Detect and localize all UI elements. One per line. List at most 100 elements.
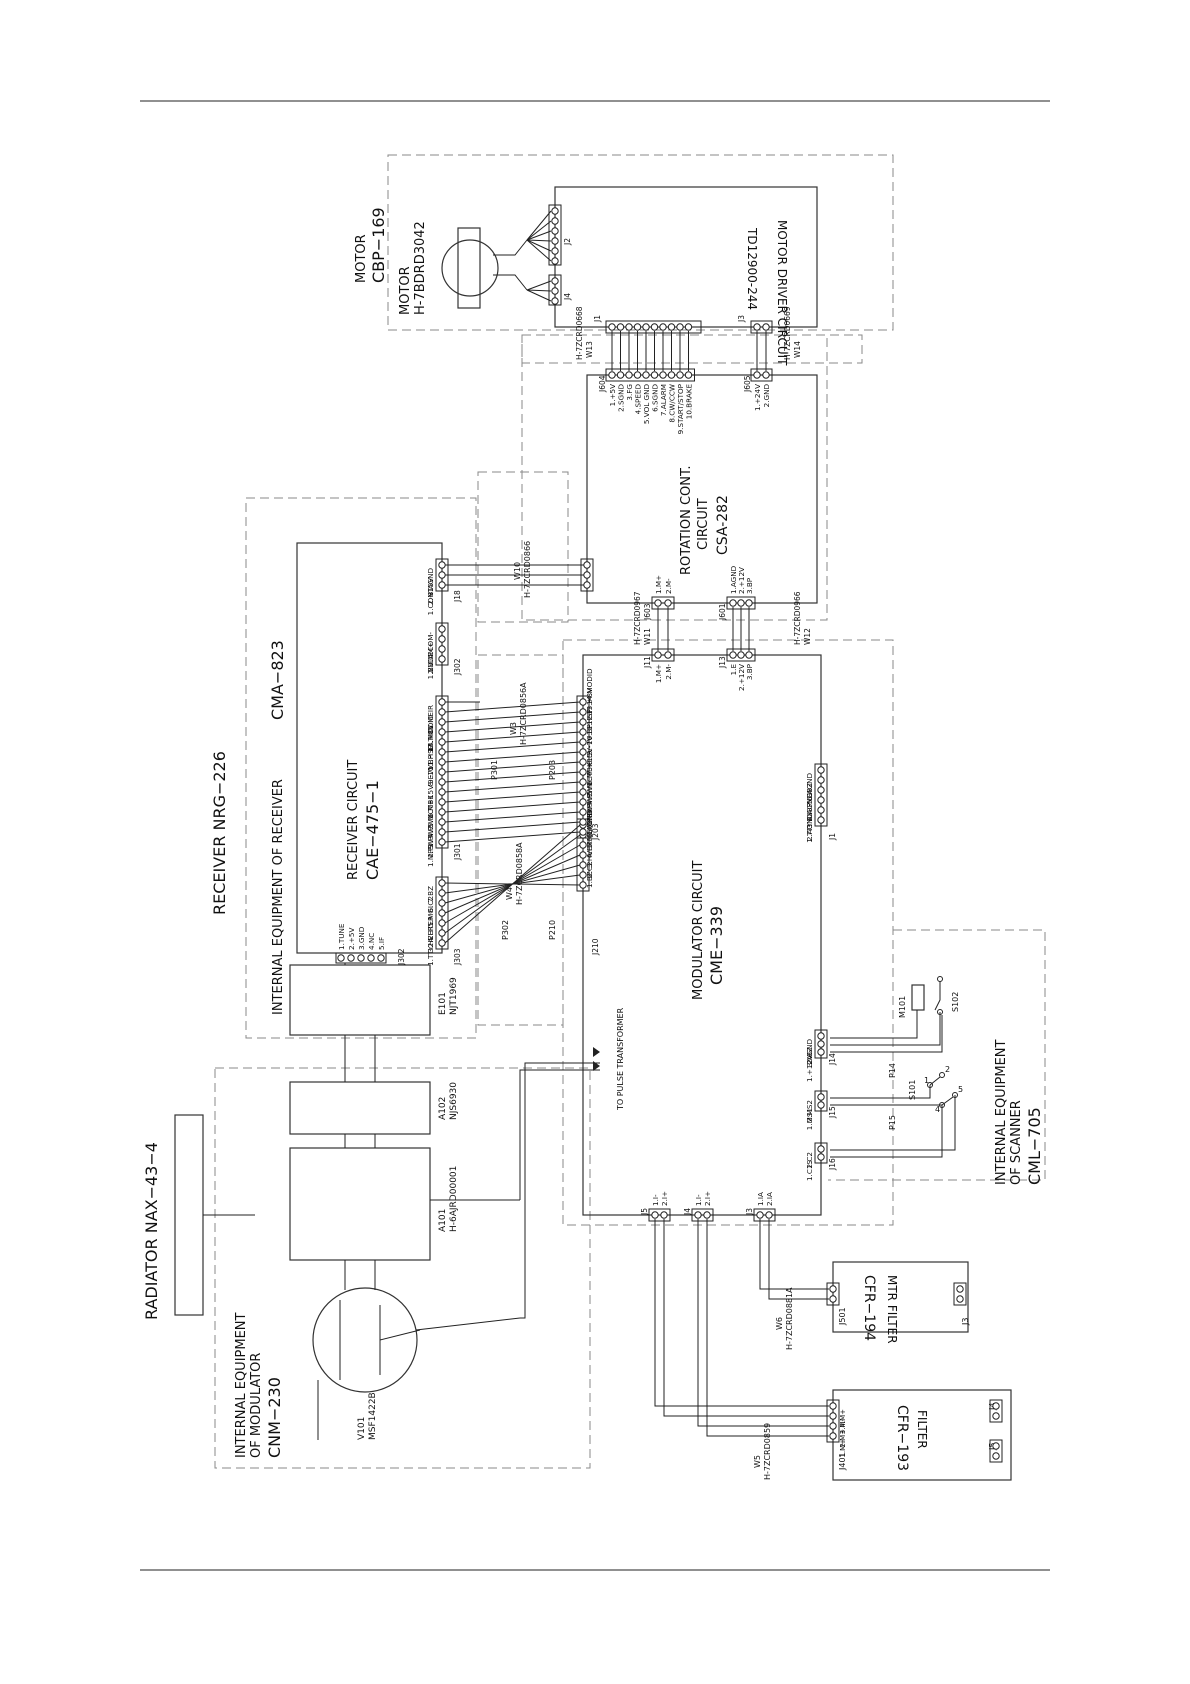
w3-wire-1 (444, 831, 581, 843)
md-j3-connector (750, 320, 773, 334)
j1_mod-pin-5 (817, 776, 825, 784)
j305-pin-label-4: 4.COM- (426, 632, 435, 659)
j203-pin-label-5: 5.MCT (585, 772, 594, 795)
rotation-circuit-box (586, 374, 818, 604)
md-j4-ref: J4 (563, 293, 572, 301)
w12-name: W12 (803, 628, 812, 645)
j3_mod-ref: J3 (745, 1208, 754, 1216)
radiator-body (174, 1114, 204, 1316)
j302-pin-row (337, 954, 385, 962)
j16-pin-1 (817, 1153, 825, 1161)
j203-pin-label-13: 13.+8V (585, 688, 594, 715)
md-j2-pin-4 (551, 237, 559, 245)
filter-j5-pin-2 (992, 1452, 1000, 1460)
j301-pin-8 (438, 768, 446, 776)
md-j3-pin-2 (762, 323, 770, 331)
j203-pin-label-12: 12.TI (585, 707, 594, 725)
j604-pin-5 (642, 371, 650, 379)
j301-pin-label-8: 8.E (426, 775, 435, 787)
j15-pin-label-1: 1.MS1 (805, 1108, 814, 1130)
j301-pin-label-2: 2.PW3 (426, 835, 435, 858)
j203-pin-label-6: 6.MBK (585, 762, 594, 785)
j16-wire-b (830, 1105, 943, 1158)
md-j4-pin-3 (551, 297, 559, 305)
mtr-filter-box (832, 1261, 969, 1333)
j604-pin-label-9: 9.START/STOP (676, 383, 685, 434)
motor-part: H-7BDRD3042 (413, 221, 428, 315)
j18-pin-label-3: 3.AGND (426, 568, 435, 597)
mtr-j3-pin-2 (956, 1295, 964, 1303)
j604-pin-label-8: 8.CW/CCW (668, 384, 677, 423)
j604-pin-label-4: 4.SPEED (634, 384, 643, 415)
mtr-j501-pin-1 (829, 1285, 837, 1293)
j1_mod-pin-label-2: 2.AGND (805, 813, 814, 842)
motor-driver-code: TD12900-244 (745, 227, 759, 310)
modulator-equip-line2: OF MODULATOR (249, 1353, 264, 1458)
j301-pin-label-5: 5.MCT (426, 804, 435, 827)
j305-connector (435, 622, 449, 666)
j301-pin-label-13: 13.+8V (426, 725, 435, 752)
rotation-line2: CIRCUIT (696, 498, 711, 550)
j601-pin-label-3: 3.BP (745, 577, 754, 594)
j4_mod-pin-label-2: 2.I+ (703, 1191, 712, 1206)
rotation-code: CSA-282 (715, 495, 731, 555)
j603-ref: J603 (643, 603, 652, 621)
p302-label: P302 (501, 920, 510, 940)
motor-driver-title: MOTOR DRIVER CIRCUIT (775, 220, 789, 366)
j18-pin-2 (438, 571, 446, 579)
mtr-filter-title: MTR FILTER (885, 1275, 899, 1344)
j11-pin-label-1: 1.M+ (654, 664, 663, 683)
v101-ref: V101 (357, 1417, 367, 1440)
j13-pin-2 (737, 651, 745, 659)
w3-part: H-7ZCRD0856A (519, 682, 528, 745)
j303-pin-label-3: 3.HVER (426, 926, 435, 953)
scanner-code: CML−705 (1025, 1107, 1044, 1185)
md-j2-lead-2 (526, 220, 552, 241)
filter-code: CFR−193 (894, 1405, 910, 1471)
md-j1-pin-2 (616, 323, 625, 331)
m101-label: M101 (898, 996, 907, 1018)
receiver-connectors: 1.TTY2.E3.HVER4.HTER5.MGI6.C27.BZJ3031.M… (426, 558, 462, 966)
s101-n2: 2 (945, 1065, 950, 1074)
modulator-equip-line1: INTERNAL EQUIPMENT (234, 1312, 249, 1458)
md-j4-lead-3 (526, 289, 552, 302)
modulator-circuit-code: CME−339 (707, 906, 726, 985)
mtr-j3-pin-1 (956, 1285, 964, 1293)
mtr-filter-j3: J3 (961, 1318, 970, 1326)
j203-connector (576, 695, 590, 839)
w3-wire-2 (444, 821, 581, 833)
j601-pin-2 (737, 599, 745, 607)
j305-pin-4 (438, 625, 446, 633)
j302-pin-1 (337, 954, 345, 962)
w3-wire-12 (444, 721, 581, 733)
j301-pin-15 (438, 698, 446, 706)
j604-pin-8 (667, 371, 676, 379)
j605-connector (750, 368, 773, 382)
j302-pin-2 (347, 954, 355, 962)
w3-wire-13 (444, 711, 581, 723)
j305-pin-1 (438, 655, 446, 663)
j5_mod-pin-label-1: 1.I- (651, 1194, 660, 1206)
j605-pin-2 (762, 371, 770, 379)
j203-pin-label-2: 2.PW3 (585, 802, 594, 825)
s102-node-1 (937, 976, 943, 982)
w10-name: W10 (513, 562, 522, 580)
j301-pin-label-6: 6.MBK (426, 795, 435, 818)
mtr-filter-j501: J501 (838, 1307, 847, 1326)
j1_mod-pin-4 (817, 786, 825, 794)
j13-pin-1 (729, 651, 737, 659)
j1_mod-pin-2 (817, 806, 825, 814)
to-pulse-wire-2 (520, 1062, 600, 1319)
j203-pin-label-1: 1.MPS (585, 813, 594, 835)
filter-j401-label-3: 3.M- (839, 1419, 847, 1435)
j301-pin-label-3: 3.PW2 (426, 825, 435, 848)
j301-pin-1 (438, 838, 446, 846)
w13-part: H-7ZCRD0668 (575, 306, 584, 360)
s101-contact-b (941, 1096, 954, 1106)
mtr-j3-connector (953, 1282, 967, 1306)
w5-wire-3 (697, 1219, 829, 1427)
j1_mod-pin-label-1: 1.TTY (805, 822, 814, 843)
j4_mod-connector (691, 1208, 714, 1222)
md-j1-pin-4 (633, 323, 642, 331)
